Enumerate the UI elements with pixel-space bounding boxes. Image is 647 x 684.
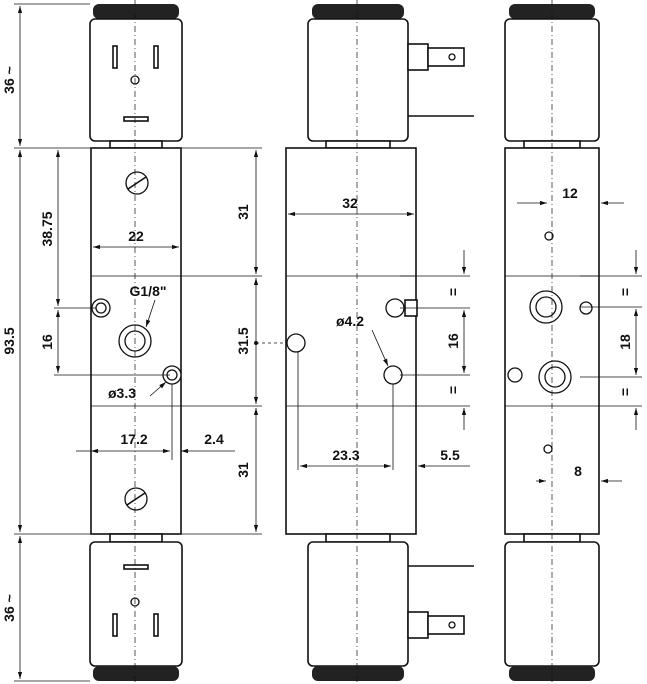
dimension-lines	[14, 3, 642, 682]
dim-side-port-spacing: 16	[445, 333, 461, 349]
dim-right-equal-bottom: =	[617, 388, 633, 396]
dim-side-edge: 5.5	[440, 447, 460, 463]
dim-total-height: 93.5	[1, 327, 17, 354]
dim-hole-offset: 17.2	[120, 431, 147, 447]
dim-port-spacing-left: 16	[39, 334, 55, 350]
rear-view	[504, 0, 600, 684]
dim-right-bottom-offset: 8	[574, 463, 582, 479]
dim-lower-section: 31	[235, 462, 251, 478]
dim-middle-section: 31.5	[235, 327, 251, 354]
dim-mount-hole-left: ø3.3	[108, 385, 136, 401]
dim-side-width: 32	[342, 195, 358, 211]
dim-body-to-center: 38.75	[39, 211, 55, 246]
dim-port-thread: G1/8"	[130, 283, 167, 299]
dim-side-equal-top: =	[445, 288, 461, 296]
dim-right-port-spacing: 18	[617, 334, 633, 350]
side-top-coil	[307, 18, 409, 142]
front-bottom-cap	[93, 666, 179, 681]
side-bottom-coil	[307, 541, 409, 667]
dim-side-hole-offset: 23.3	[332, 447, 359, 463]
dim-top-coil: 36 ~	[1, 66, 17, 94]
front-top-cap	[93, 4, 179, 19]
dimension-labels: 36 ~ 93.5 36 ~ 38.75 16 22 G1/8" ø3.3 17…	[1, 66, 633, 622]
dim-side-hole: ø4.2	[336, 313, 364, 329]
dim-body-width: 22	[128, 228, 144, 244]
dim-right-top-offset: 12	[562, 185, 578, 201]
dim-upper-section: 31	[235, 204, 251, 220]
front-view	[89, 0, 183, 684]
dim-right-equal-top: =	[617, 288, 633, 296]
dim-bottom-coil: 36 ~	[1, 594, 17, 622]
dim-hole-edge: 2.4	[204, 431, 224, 447]
dim-side-equal-bottom: =	[445, 386, 461, 394]
